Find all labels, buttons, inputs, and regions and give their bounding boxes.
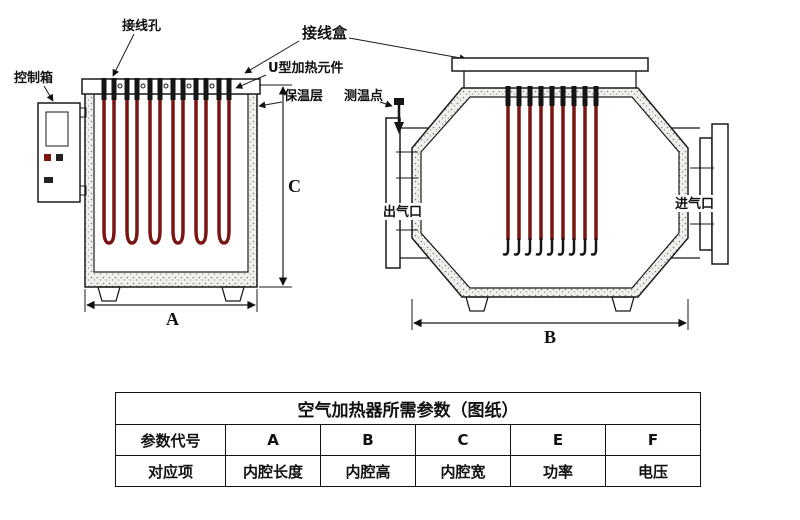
dimension-b: B (411, 299, 689, 347)
parameters-table: 空气加热器所需参数（图纸） 参数代号 A B C E F 对应项 内腔长度 内腔… (114, 392, 702, 487)
outlet-flange (385, 117, 429, 269)
table-title: 空气加热器所需参数（图纸） (114, 392, 702, 425)
table-cell: 参数代号 (115, 424, 226, 456)
control-box-label: 控制箱 (14, 70, 53, 86)
left-view: C A 控制箱 接线孔 接线盒 U型加热元件 保温层 (14, 18, 467, 329)
dim-a-label: A (166, 309, 179, 329)
u-element-label: U型加热元件 (268, 60, 344, 76)
rod-caps (505, 86, 599, 106)
table-cell: B (320, 424, 416, 456)
table-cell: F (604, 424, 702, 456)
temp-point-label: 测温点 (344, 88, 383, 104)
wiring-hole-label: 接线孔 (122, 18, 161, 34)
inlet-label: 进气口 (675, 196, 714, 212)
dimension-a: A (84, 289, 258, 329)
heating-rods-side (502, 86, 599, 256)
wiring-holes (117, 83, 215, 89)
junction-box-label: 接线盒 (302, 24, 348, 42)
param-meaning-row: 对应项 内腔长度 内腔高 内腔宽 功率 电压 (115, 455, 702, 487)
right-view: B 测温点 出气口 进气口 (344, 57, 729, 347)
inlet-flange (671, 123, 729, 265)
dim-c-label: C (288, 176, 301, 196)
left-view-callouts: 控制箱 接线孔 接线盒 U型加热元件 保温层 (14, 18, 467, 109)
right-view-callouts: 测温点 出气口 进气口 (344, 88, 716, 220)
control-box (37, 102, 87, 203)
table-cell: 电压 (604, 455, 702, 487)
left-view-inner-cavity (93, 93, 249, 273)
table-cell: E (510, 424, 606, 456)
table-cell: 内腔高 (320, 455, 416, 487)
right-view-foot (465, 296, 489, 312)
rod-bottom-hooks (502, 238, 598, 256)
param-code-row: 参数代号 A B C E F (115, 424, 702, 456)
insulation-label: 保温层 (283, 88, 323, 104)
table-title-row: 空气加热器所需参数（图纸） (114, 392, 702, 425)
table-cell: 内腔长度 (225, 455, 321, 487)
left-view-foot (221, 286, 245, 302)
table-cell: A (225, 424, 321, 456)
dim-b-label: B (544, 327, 556, 347)
right-view-foot (611, 296, 635, 312)
table-cell: 内腔宽 (415, 455, 511, 487)
outlet-label: 出气口 (383, 204, 422, 220)
right-junction-box-cover (451, 57, 649, 72)
u-heating-elements (101, 78, 232, 245)
dimension-c: C (259, 84, 301, 288)
right-view-inner-cavity (420, 96, 680, 289)
element-terminal-caps (101, 78, 232, 100)
table-cell: 对应项 (115, 455, 226, 487)
heater-technical-drawing: C A 控制箱 接线孔 接线盒 U型加热元件 保温层 (14, 18, 729, 347)
table-cell: 功率 (510, 455, 606, 487)
temperature-sensor (394, 98, 404, 134)
table-cell: C (415, 424, 511, 456)
left-view-foot (97, 286, 121, 302)
